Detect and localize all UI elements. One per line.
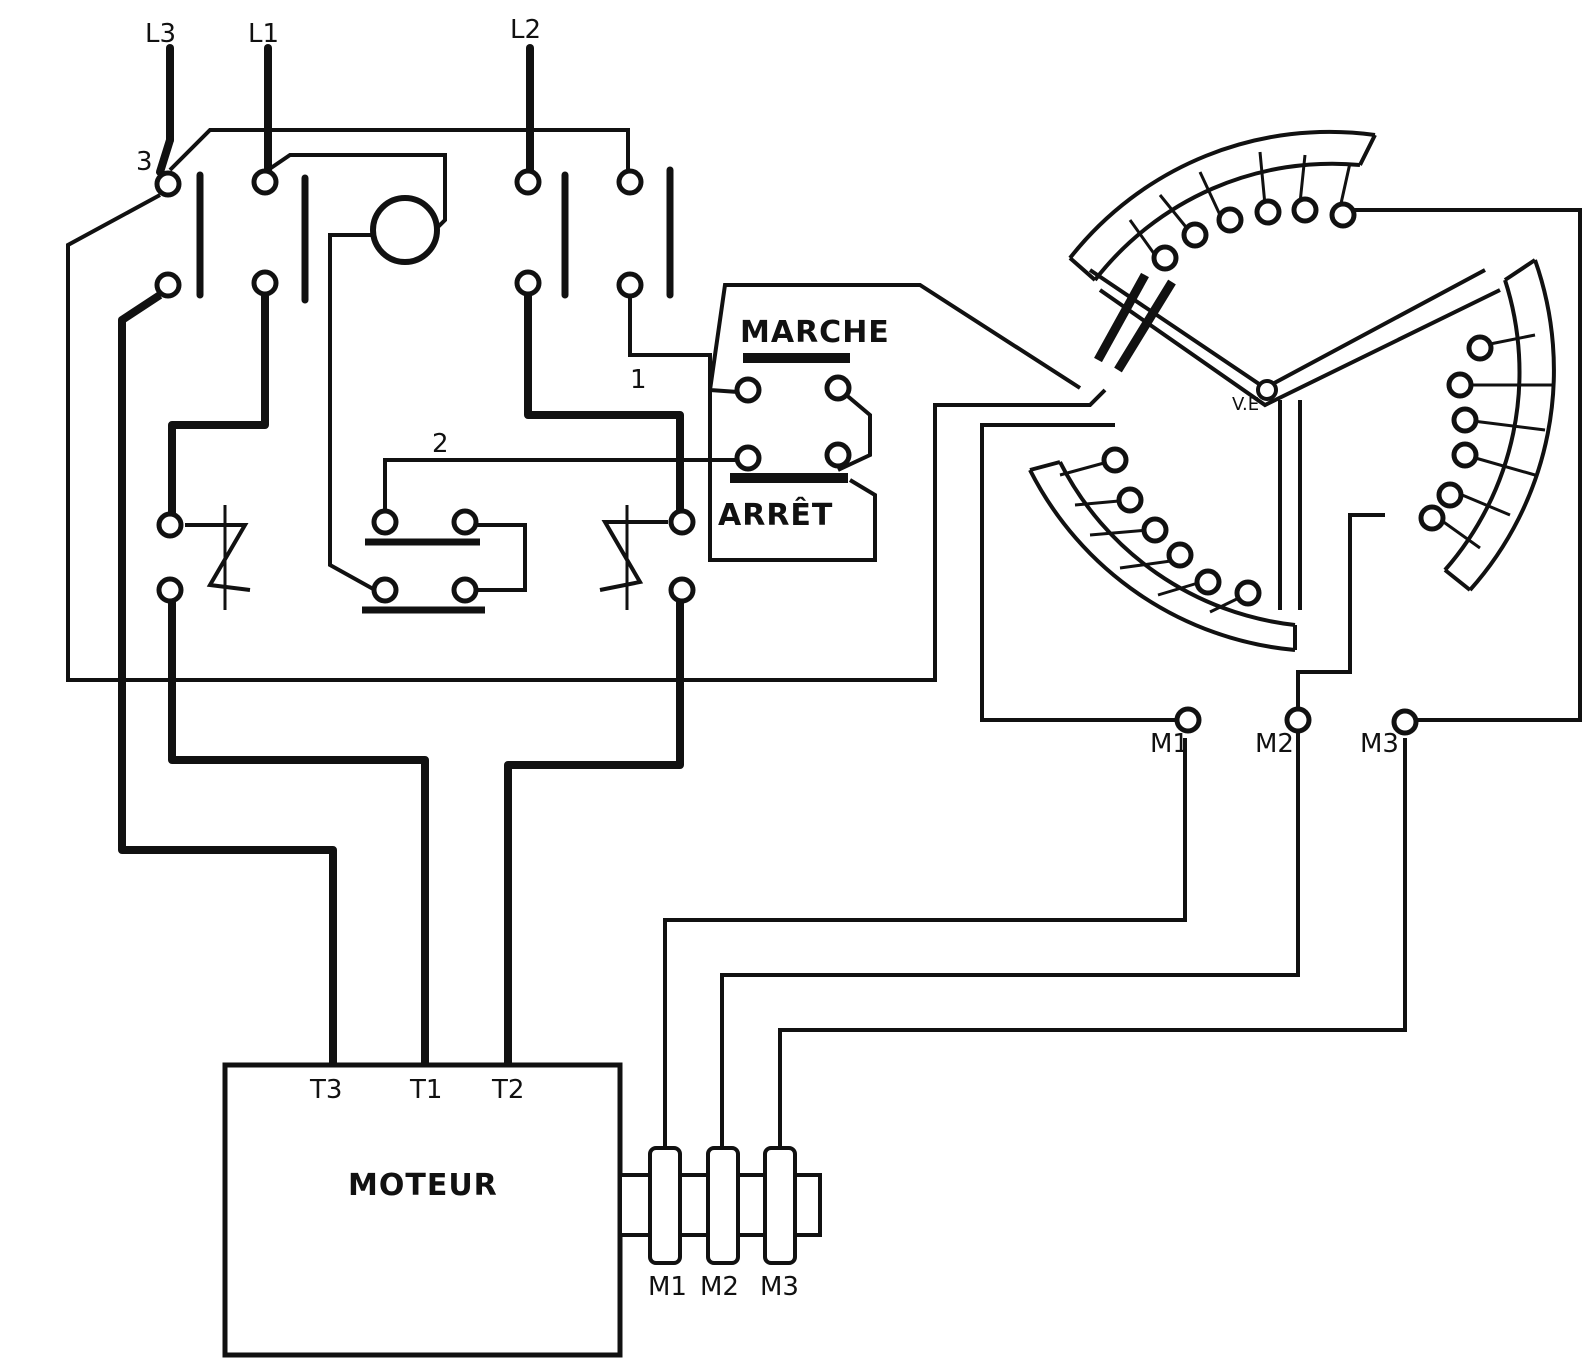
label-1: 1 (630, 365, 647, 395)
label-t3: T3 (309, 1075, 342, 1105)
terminal-3-top (157, 173, 179, 195)
label-l3: L3 (145, 19, 176, 49)
label-m2-top: M2 (1255, 729, 1294, 759)
control-wires (66, 128, 1107, 682)
label-marche: MARCHE (740, 315, 890, 350)
label-m1-top: M1 (1150, 729, 1189, 759)
overload-relay-left (159, 505, 251, 610)
label-m2-bottom: M2 (700, 1272, 739, 1302)
motor (222, 1062, 822, 1358)
label-moteur: MOTEUR (348, 1168, 498, 1203)
motor-body (222, 1062, 623, 1358)
label-ve: V.E (1232, 394, 1259, 415)
label-2: 2 (432, 429, 449, 459)
slip-ring-m3 (763, 1146, 797, 1265)
label-m3-bottom: M3 (760, 1272, 799, 1302)
slip-ring-m1 (648, 1146, 682, 1265)
marche-arret-station (730, 353, 850, 483)
power-wires (118, 291, 684, 1065)
label-t1: T1 (409, 1075, 442, 1105)
rheostat (1028, 129, 1556, 652)
label-m3-top: M3 (1360, 729, 1399, 759)
label-l2: L2 (510, 15, 541, 45)
label-3: 3 (136, 147, 153, 177)
labels: L3 L1 L2 3 1 2 MARCHE ARRÊT V.E M1 M2 M3… (136, 15, 1399, 1302)
rheostat-wires (663, 208, 1582, 1150)
label-t2: T2 (491, 1075, 524, 1105)
contactor (157, 166, 674, 304)
pushbuttons-left (362, 511, 485, 614)
slip-ring-m2 (706, 1146, 740, 1265)
label-m1-bottom: M1 (648, 1272, 687, 1302)
label-l1: L1 (248, 19, 279, 49)
overload-relay-right (599, 505, 693, 610)
contactor-coil (370, 195, 440, 265)
label-arret: ARRÊT (718, 497, 833, 533)
power-lines (156, 44, 534, 176)
